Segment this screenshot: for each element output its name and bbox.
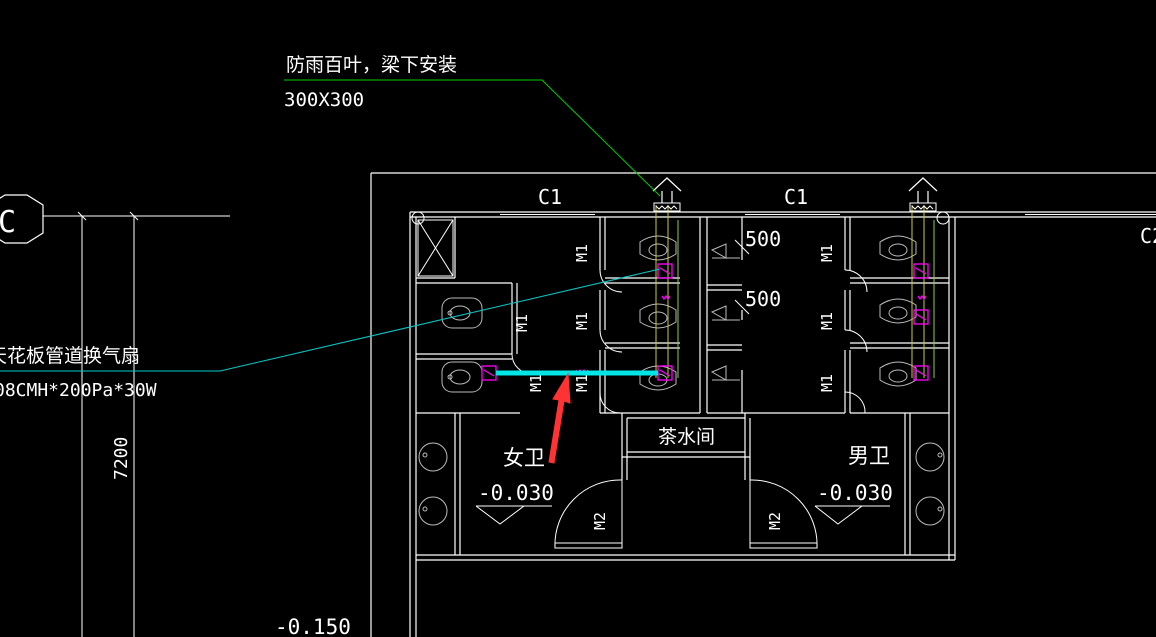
room-tea: 茶水间 — [658, 426, 715, 448]
door-m1: M1 — [573, 312, 591, 330]
window-c1-right: C1 — [784, 185, 808, 209]
level-mens: -0.030 — [817, 481, 893, 505]
door-m1: M1 — [818, 312, 836, 330]
louver-grille — [653, 202, 937, 212]
fan-note: 天花板管道换气扇 — [0, 345, 140, 367]
door-labels-m1: M1 M1 M1 M1 M1 M1 M1 M1 — [513, 244, 836, 392]
entry-doors — [554, 479, 818, 549]
door-m1: M1 — [513, 314, 531, 332]
shaft — [417, 219, 454, 277]
grid-axis-c: C 7200 — [0, 194, 230, 637]
louver-leader — [284, 79, 661, 197]
octagon-bubble-icon — [0, 194, 44, 244]
door-m2-left: M2 — [591, 512, 609, 530]
red-arrow-icon — [548, 372, 571, 464]
door-m2-right: M2 — [766, 512, 784, 530]
grid-axis-label: C — [0, 205, 16, 240]
door-m1: M1 — [818, 374, 836, 392]
up-arrow-icon — [652, 177, 938, 203]
fan-spec: 08CMH*200Pa*30W — [0, 380, 157, 401]
louver-note: 防雨百叶，梁下安装 — [286, 54, 457, 76]
room-mens: 男卫 — [848, 444, 890, 468]
dim-500-top: 500 — [745, 227, 781, 251]
window-c1-left: C1 — [538, 185, 562, 209]
exhaust-risers — [655, 205, 935, 378]
level-womens: -0.030 — [478, 481, 554, 505]
level-markers — [475, 505, 890, 525]
fan-leader — [0, 268, 661, 372]
door-m1: M1 — [818, 244, 836, 262]
level-outside: -0.150 — [275, 615, 351, 637]
door-m1: M1 — [527, 374, 545, 392]
dim-500-bottom: 500 — [745, 287, 781, 311]
room-womens: 女卫 — [503, 446, 545, 470]
window-c2: C2 — [1140, 224, 1156, 248]
dim-7200: 7200 — [111, 437, 132, 480]
louver-size: 300X300 — [284, 89, 364, 111]
walls — [370, 172, 1156, 637]
dimension-500 — [734, 239, 750, 315]
door-m1: M1 — [573, 374, 591, 392]
exhaust-fans — [481, 263, 929, 381]
column-marker — [936, 211, 950, 225]
door-m1: M1 — [573, 244, 591, 262]
